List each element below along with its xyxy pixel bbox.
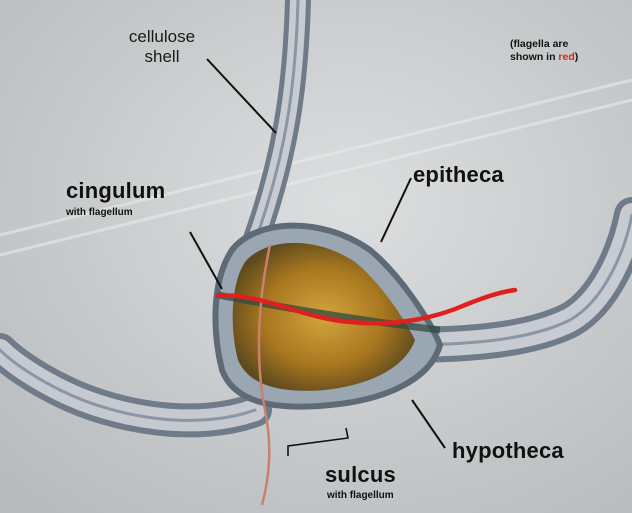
hypotheca-label: hypotheca xyxy=(452,440,564,462)
note-line2: shown in red) xyxy=(510,51,578,64)
sulcus-label: sulcus xyxy=(325,464,396,486)
note-line1: (flagella are xyxy=(510,38,578,51)
cellulose-shell-label-line2: shell xyxy=(112,48,212,65)
note-line2-prefix: shown in xyxy=(510,51,558,63)
cingulum-label: cingulum xyxy=(66,180,165,202)
cellulose-shell-label: cellulose shell xyxy=(112,28,212,65)
cingulum-sublabel: with flagellum xyxy=(66,208,133,218)
note-red-word: red xyxy=(558,51,574,63)
note-line2-suffix: ) xyxy=(575,51,579,63)
epitheca-label: epitheca xyxy=(413,164,504,186)
sulcus-sublabel: with flagellum xyxy=(327,491,394,501)
flagella-color-note: (flagella are shown in red) xyxy=(510,38,578,64)
cellulose-shell-label-line1: cellulose xyxy=(112,28,212,45)
